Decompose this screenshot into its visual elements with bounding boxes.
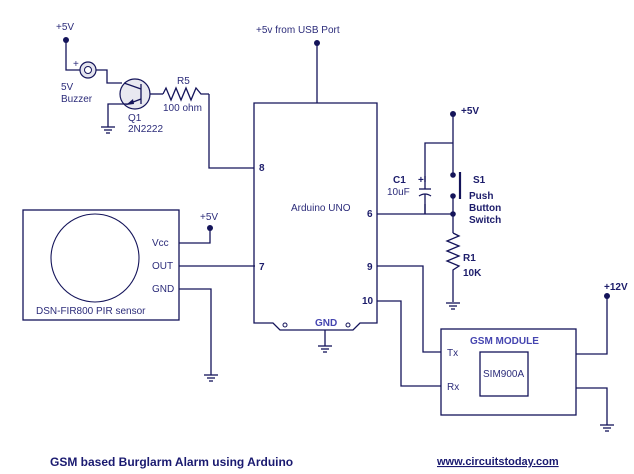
pir-gnd-wire — [179, 288, 212, 375]
buzzer-supply-label: +5V — [56, 22, 74, 33]
mount-hole-right — [345, 322, 351, 328]
pin10-rx-wire — [377, 300, 441, 387]
transistor-part: 2N2222 — [128, 124, 163, 135]
gsm-supply-label: +12V — [604, 282, 628, 293]
buzzer-supply-wire — [65, 40, 80, 71]
pir-supply-label: +5V — [200, 212, 218, 223]
sim900a-label: SIM900A — [483, 369, 524, 380]
c1-value: 10uF — [387, 187, 410, 198]
c1-ref: C1 — [393, 175, 406, 186]
pir-pin-gnd: GND — [152, 284, 174, 295]
buzzer-label-line2: Buzzer — [61, 94, 93, 105]
gsm-pin-rx: Rx — [447, 382, 459, 393]
s1-ref: S1 — [473, 175, 486, 186]
capacitor-c1-icon — [418, 176, 432, 214]
buzzer-section: +5V + 5V Buzzer Q1 2N2222 R5 100 ohm — [56, 22, 255, 169]
buzzer-collector-wire — [96, 69, 122, 84]
website-link[interactable]: www.circuitstoday.com — [436, 456, 559, 468]
pin-9-label: 9 — [367, 262, 373, 273]
gsm-pin-tx: Tx — [447, 348, 458, 359]
arduino-gnd-label: GND — [315, 318, 337, 329]
ground-icon — [318, 345, 332, 353]
pin8-wire — [208, 94, 255, 169]
pir-name: DSN-FIR800 PIR sensor — [36, 306, 146, 317]
ground-icon — [446, 302, 460, 310]
c1-plus-sign: + — [418, 175, 424, 186]
switch-section: +5V C1 10uF + S1 Push Button Switch R1 1… — [377, 106, 501, 310]
s1-label-line3: Switch — [469, 215, 501, 226]
r1-value: 10K — [463, 268, 482, 279]
switch-supply-label: +5V — [461, 106, 479, 117]
arduino-body — [253, 102, 378, 331]
pin-8-label: 8 — [259, 163, 265, 174]
pir-pin-out: OUT — [152, 261, 173, 272]
gsm-supply-wire — [576, 296, 608, 355]
s1-label-line1: Push — [469, 191, 493, 202]
gsm-name: GSM MODULE — [470, 336, 539, 347]
usb-supply-label: +5v from USB Port — [256, 25, 340, 36]
pin-6-label: 6 — [367, 209, 373, 220]
resistor-r1-icon — [445, 232, 461, 302]
arduino-uno: +5v from USB Port Arduino UNO GND 8 7 6 … — [253, 25, 378, 353]
buzzer-label-line1: 5V — [61, 82, 74, 93]
push-button-s1-icon — [450, 172, 462, 199]
gsm-gnd-wire — [576, 387, 608, 425]
resistor-r5-icon — [162, 86, 209, 102]
pir-pin-vcc: Vcc — [152, 238, 169, 249]
s1-label-line2: Button — [469, 203, 501, 214]
arduino-name: Arduino UNO — [291, 203, 351, 214]
diagram-title: GSM based Burglarm Alarm using Arduino — [50, 455, 293, 469]
ground-icon — [101, 126, 115, 134]
r5-value: 100 ohm — [163, 103, 202, 114]
pin-10-label: 10 — [362, 296, 374, 307]
pir-vcc-wire — [179, 228, 211, 244]
ground-icon — [204, 374, 218, 382]
mount-hole-left — [282, 322, 288, 328]
r1-ref: R1 — [463, 253, 476, 264]
gsm-module: GSM MODULE SIM900A Tx Rx +12V — [377, 265, 628, 432]
buzzer-plus-sign: + — [73, 59, 79, 70]
pir-lens-icon — [50, 213, 140, 303]
pin-7-label: 7 — [259, 262, 265, 273]
sim900a-chip — [479, 351, 529, 397]
pir-sensor: DSN-FIR800 PIR sensor Vcc OUT GND +5V — [22, 209, 255, 382]
pin9-tx-wire — [377, 265, 441, 353]
buzzer-icon — [79, 61, 97, 79]
ground-icon — [600, 424, 614, 432]
r5-ref: R5 — [177, 76, 190, 87]
transistor-ref: Q1 — [128, 113, 142, 124]
emitter-ground-wire — [107, 103, 128, 127]
